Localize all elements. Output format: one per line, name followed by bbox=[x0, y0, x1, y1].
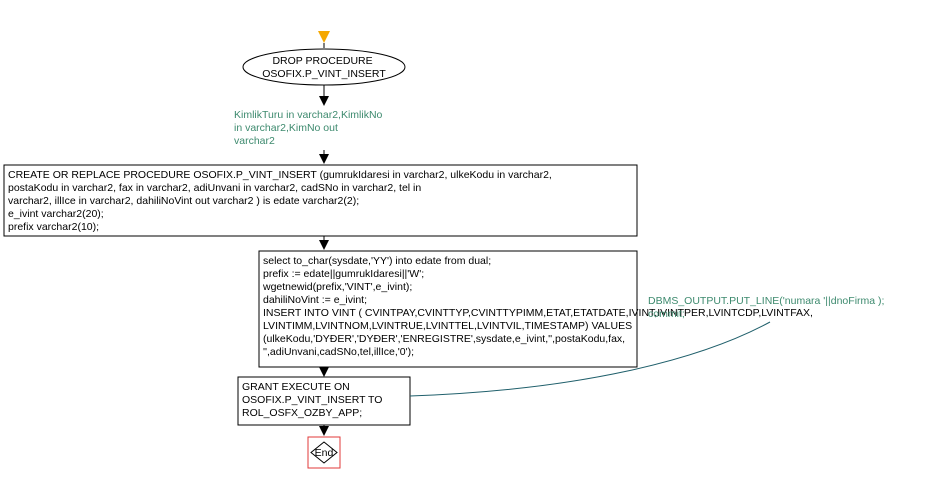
body-line-4: dahiliNoVint := e_ivint; bbox=[263, 294, 367, 306]
create-line-2: postaKodu in varchar2, fax in varchar2, … bbox=[8, 182, 421, 194]
drop-procedure-line-2: OSOFIX.P_VINT_INSERT bbox=[262, 68, 386, 80]
body-line-8: '',adiUnvani,cadSNo,tel,illIce,'0'); bbox=[263, 346, 414, 358]
grant-text: GRANT EXECUTE ON OSOFIX.P_VINT_INSERT TO… bbox=[242, 381, 385, 419]
arrow-head-icon bbox=[319, 367, 329, 377]
procedure-body-node bbox=[258, 250, 638, 368]
create-line-5: prefix varchar2(10); bbox=[8, 221, 99, 233]
create-line-4: e_ivint varchar2(20); bbox=[8, 208, 104, 220]
start-marker-icon bbox=[318, 31, 330, 43]
body-line-1: select to_char(sysdate,'YY') into edate … bbox=[263, 255, 491, 267]
body-line-7: (ulkeKodu,'DYÐER','DYÐER','ENREGISTRE',s… bbox=[263, 333, 625, 345]
arrow-head-icon bbox=[319, 96, 329, 106]
drop-procedure-label: DROP PROCEDURE OSOFIX.P_VINT_INSERT bbox=[262, 55, 386, 80]
output-comment-line-1: DBMS_OUTPUT.PUT_LINE('numara '||dnoFirma… bbox=[648, 295, 884, 307]
params-comment-line-3: varchar2 bbox=[234, 135, 275, 147]
create-line-3: varchar2, illIce in varchar2, dahiliNoVi… bbox=[8, 195, 359, 207]
grant-line-3: ROL_OSFX_OZBY_APP; bbox=[242, 407, 362, 419]
output-comment-line-2: commit; bbox=[648, 308, 685, 320]
grant-line-2: OSOFIX.P_VINT_INSERT TO bbox=[242, 394, 382, 406]
body-line-5: INSERT INTO VINT ( CVINTPAY,CVINTTYP,CVI… bbox=[263, 307, 813, 319]
body-line-3: wgetnewid(prefix,'VINT',e_ivint); bbox=[262, 281, 412, 293]
body-line-6: LVINTIMM,LVINTNOM,LVINTRUE,LVINTTEL,LVIN… bbox=[263, 320, 632, 332]
arrow-head-icon bbox=[319, 154, 329, 164]
arrow-head-icon bbox=[319, 426, 329, 436]
drop-procedure-line-1: DROP PROCEDURE bbox=[272, 55, 372, 67]
params-comment-line-2: in varchar2,KimNo out bbox=[234, 122, 338, 134]
body-line-2: prefix := edate||gumrukIdaresi||'W'; bbox=[263, 268, 424, 280]
params-comment-line-1: KimlikTuru in varchar2,KimlikNo bbox=[234, 109, 383, 121]
output-comment: DBMS_OUTPUT.PUT_LINE('numara '||dnoFirma… bbox=[648, 295, 887, 320]
grant-node bbox=[237, 376, 411, 426]
params-comment: KimlikTuru in varchar2,KimlikNo in varch… bbox=[234, 109, 385, 147]
create-line-1: CREATE OR REPLACE PROCEDURE OSOFIX.P_VIN… bbox=[8, 169, 552, 181]
end-label: End bbox=[315, 447, 334, 459]
arrow-head-icon bbox=[319, 240, 329, 250]
create-procedure-text: CREATE OR REPLACE PROCEDURE OSOFIX.P_VIN… bbox=[8, 169, 555, 233]
comment-link-curve bbox=[409, 321, 771, 397]
grant-line-1: GRANT EXECUTE ON bbox=[242, 381, 350, 393]
create-procedure-node bbox=[3, 164, 638, 237]
procedure-body-text: select to_char(sysdate,'YY') into edate … bbox=[262, 255, 816, 358]
end-diamond-icon bbox=[310, 441, 338, 464]
